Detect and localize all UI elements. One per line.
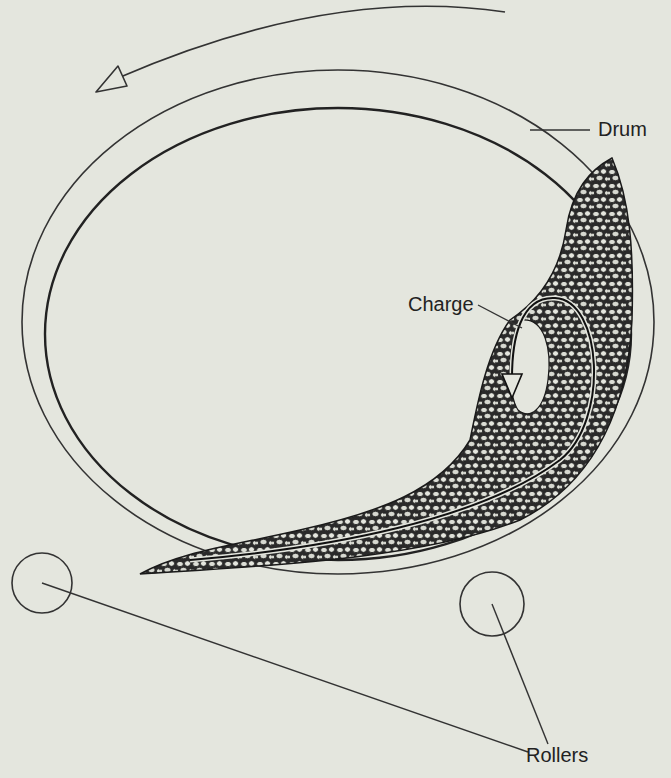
drum-outer <box>22 70 654 574</box>
rotation-arrow <box>96 6 505 92</box>
leader-line <box>530 129 590 130</box>
leader-line <box>42 583 528 752</box>
rollers-label: Rollers <box>526 745 588 765</box>
charge-label: Charge <box>408 294 474 314</box>
drum-label: Drum <box>598 119 647 139</box>
leader-line <box>478 305 522 328</box>
charge-mass <box>140 158 632 574</box>
leader-line <box>492 604 548 744</box>
